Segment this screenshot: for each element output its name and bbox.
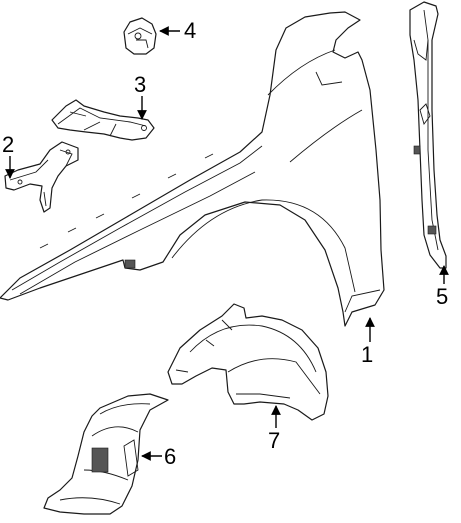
- clip-part-4: [123, 17, 157, 55]
- callout-7: 7: [268, 405, 281, 453]
- callout-2: 2: [2, 132, 15, 179]
- callout-3: 3: [134, 72, 147, 120]
- callout-label-2: 2: [2, 132, 14, 157]
- callout-4: 4: [159, 18, 196, 43]
- callout-1: 1: [361, 317, 375, 367]
- callout-label-7: 7: [268, 428, 280, 453]
- callout-label-1: 1: [361, 342, 373, 367]
- callout-label-5: 5: [436, 284, 448, 309]
- callout-label-3: 3: [134, 72, 146, 97]
- bracket-part-3: [51, 99, 155, 141]
- callout-5: 5: [436, 265, 449, 309]
- liner-part-7: [167, 303, 329, 421]
- liner-part-6: [43, 393, 169, 515]
- callout-6: 6: [141, 444, 176, 469]
- callout-label-4: 4: [184, 18, 196, 43]
- callout-label-6: 6: [164, 444, 176, 469]
- fender-part: [0, 11, 385, 327]
- trim-strip-part-5: [409, 1, 447, 269]
- bracket-part-2: [4, 141, 79, 213]
